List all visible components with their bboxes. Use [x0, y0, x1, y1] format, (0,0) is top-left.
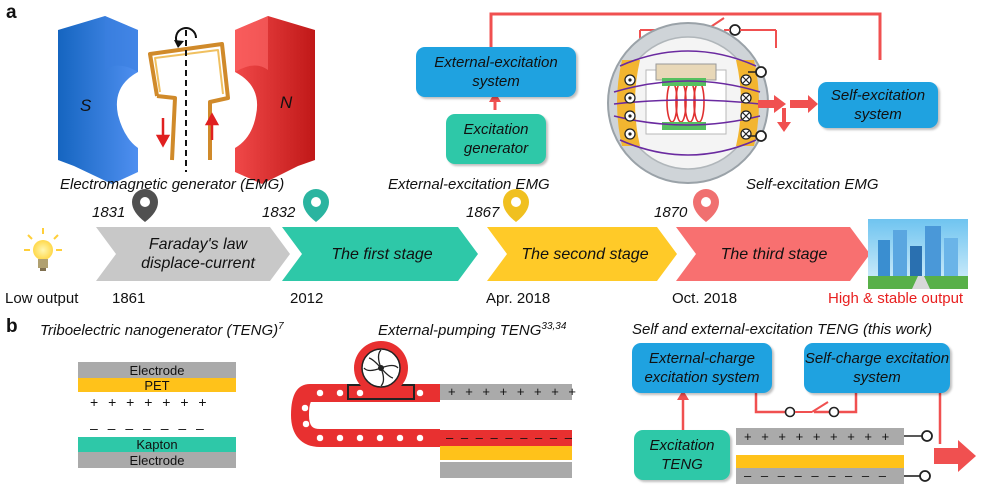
electrode-bottom-layer — [78, 452, 236, 468]
output-arrow-icon — [758, 95, 818, 132]
terminal-icon — [755, 66, 767, 78]
stage-label-1: The first stage — [331, 245, 433, 263]
teng-plus-charges: + + + + + + + — [90, 394, 210, 410]
magnet-n — [235, 16, 315, 184]
self-ext-teng-caption: Self and external-excitation TENG (this … — [632, 321, 933, 338]
self-charge-box: Self-charge excitation system — [804, 343, 950, 393]
location-pin-icon — [132, 189, 719, 222]
ste-minus-charges: – – – – – – – – – — [744, 468, 889, 483]
box-label: Self-excitation system — [830, 87, 926, 123]
external-charge-box: External-charge excitation system — [632, 343, 772, 393]
ste-electrode-plus — [736, 428, 904, 445]
stage-label-3: The third stage — [720, 245, 828, 263]
kapton-layer — [78, 437, 236, 452]
electrode-top-label: Electrode — [129, 362, 185, 378]
year-bottom-3: Oct. 2018 — [672, 290, 738, 307]
pump-teng-ref: 33,34 — [541, 321, 567, 332]
low-output-label: Low output — [5, 290, 79, 307]
pump-charge-layer — [440, 430, 572, 446]
excitation-generator-box: Excitation generator — [446, 114, 546, 164]
high-output-label: High & stable output — [828, 290, 964, 307]
teng-caption: Triboelectric nanogenerator (TENG)7 — [40, 321, 284, 339]
rotation-arrow-icon — [175, 27, 197, 45]
year-top-1: 1832 — [262, 204, 296, 221]
pole-s-label: S — [80, 96, 92, 115]
box-label: External-charge excitation system — [644, 350, 760, 386]
electrode-bottom-label: Electrode — [129, 452, 185, 468]
electrode-top-layer — [78, 362, 236, 378]
ext-circuit-wire — [489, 12, 882, 60]
switch-icon — [811, 401, 829, 413]
stage-chevron-0 — [96, 227, 290, 281]
panel-label-a: a — [6, 2, 17, 23]
emg-machine — [607, 22, 769, 184]
stage-chevron-1 — [282, 227, 478, 281]
city-image-icon — [868, 219, 968, 289]
teng-minus-charges: – – – – – – – — [90, 420, 207, 436]
pump-minus-charges: – – – – – – – – – — [446, 430, 574, 445]
stage-chevron-3 — [676, 227, 870, 281]
box-label: Excitation generator — [463, 121, 529, 157]
kapton-label: Kapton — [136, 437, 178, 452]
pump-dielectric-layer — [440, 446, 572, 460]
panel-label-b: b — [6, 316, 18, 337]
ext-emg-caption: External-excitation EMG — [388, 176, 550, 193]
box-label: Self-charge excitation system — [804, 350, 950, 386]
pole-n-label: N — [280, 93, 293, 112]
stage-label-0: Faraday's law displace-current — [141, 236, 255, 272]
external-excitation-system-box: External-excitation system — [416, 47, 576, 97]
ste-plus-charges: + + + + + + + + + — [744, 429, 893, 444]
output-arrow-icon — [934, 440, 976, 472]
year-bottom-0: 1861 — [112, 290, 146, 307]
timeline — [96, 227, 870, 281]
pet-label: PET — [144, 377, 170, 393]
pump-teng-caption: External-pumping TENG33,34 — [378, 321, 567, 339]
emg-caption: Electromagnetic generator (EMG) — [60, 176, 285, 193]
terminal-icon — [921, 430, 933, 442]
stage-chevron-2 — [487, 227, 677, 281]
switch-contact-icon — [784, 406, 796, 418]
box-label: External-excitation system — [434, 54, 558, 90]
current-arrow-icon — [155, 112, 220, 148]
light-bulb-icon — [24, 228, 62, 271]
year-top-0: 1831 — [92, 204, 126, 221]
year-bottom-1: 2012 — [290, 290, 324, 307]
magnet-s — [58, 16, 138, 184]
pet-layer — [78, 378, 236, 392]
self-excitation-system-box: Self-excitation system — [818, 82, 938, 128]
pump-plus-charges: + + + + + + + + — [448, 384, 580, 399]
excitation-teng-box: Excitation TENG — [634, 430, 730, 480]
pump-tube — [290, 384, 440, 447]
box-label: Excitation TENG — [649, 437, 715, 473]
pump-electrode-bottom — [440, 462, 572, 478]
teng-ref: 7 — [278, 321, 284, 332]
ste-electrode-minus — [736, 468, 904, 484]
pump-fan-icon — [347, 341, 415, 400]
self-emg-caption: Self-excitation EMG — [746, 176, 879, 193]
year-top-3: 1870 — [654, 204, 688, 221]
year-bottom-2: Apr. 2018 — [486, 290, 551, 307]
pump-electrode-plus — [440, 384, 572, 400]
stage-label-2: The second stage — [521, 245, 649, 263]
ste-dielectric-layer — [736, 455, 904, 468]
year-top-2: 1867 — [466, 204, 500, 221]
